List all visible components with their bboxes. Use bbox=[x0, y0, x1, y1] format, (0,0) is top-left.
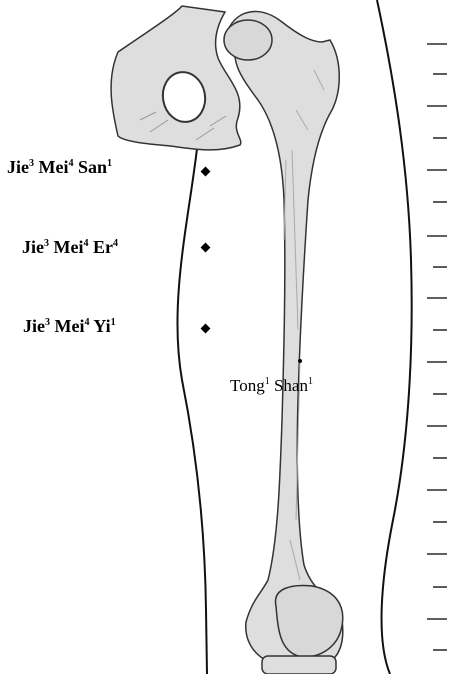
point-label-jie-mei-er: Jie3 Mei4 Er4 bbox=[22, 238, 118, 256]
syllable: Mei bbox=[54, 237, 84, 257]
femur-bone bbox=[228, 12, 343, 662]
point-label-jie-mei-san: Jie3 Mei4 San1 bbox=[7, 158, 112, 176]
tone-number: 1 bbox=[308, 376, 313, 387]
thigh-outline-right bbox=[377, 0, 412, 674]
syllable: Shan bbox=[274, 376, 308, 395]
tone-number: 4 bbox=[84, 317, 89, 328]
tone-number: 1 bbox=[107, 158, 112, 169]
ruler bbox=[427, 44, 447, 650]
tone-number: 3 bbox=[44, 238, 49, 249]
syllable: Jie bbox=[22, 237, 44, 257]
syllable: Mei bbox=[55, 316, 85, 336]
tone-number: 1 bbox=[111, 317, 116, 328]
tone-number: 3 bbox=[45, 317, 50, 328]
tone-number: 3 bbox=[29, 158, 34, 169]
syllable: San bbox=[78, 157, 107, 177]
syllable: Jie bbox=[23, 316, 45, 336]
thigh-outline-left bbox=[177, 140, 207, 674]
tone-number: 4 bbox=[113, 238, 118, 249]
tone-number: 4 bbox=[83, 238, 88, 249]
syllable: Tong bbox=[230, 376, 265, 395]
tone-number: 1 bbox=[265, 376, 270, 387]
patella bbox=[275, 586, 342, 657]
point-marker-tong-shan bbox=[298, 359, 302, 363]
point-label-jie-mei-yi: Jie3 Mei4 Yi1 bbox=[23, 317, 116, 335]
syllable: Yi bbox=[93, 316, 110, 336]
syllable: Mei bbox=[39, 157, 69, 177]
syllable: Jie bbox=[7, 157, 29, 177]
femoral-head bbox=[224, 20, 272, 60]
tone-number: 4 bbox=[68, 158, 73, 169]
tibia-head bbox=[262, 656, 336, 674]
syllable: Er bbox=[93, 237, 113, 257]
point-label-tong-shan: Tong1 Shan1 bbox=[230, 377, 313, 394]
